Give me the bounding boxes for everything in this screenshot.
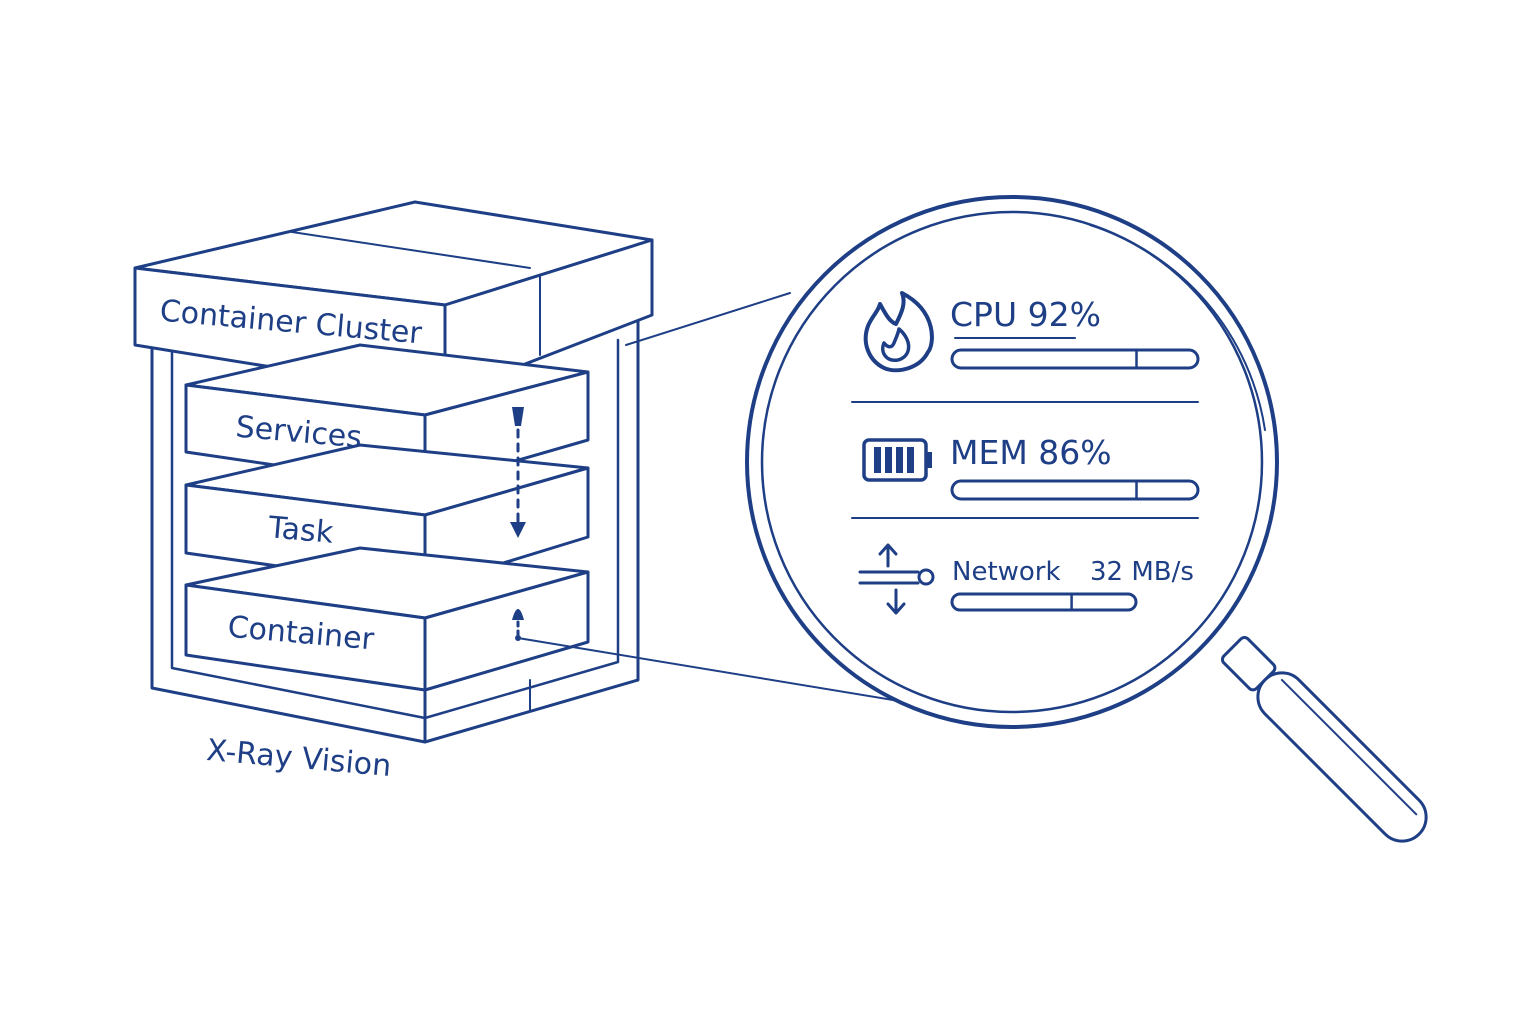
metric-mem: MEM 86% xyxy=(862,433,1200,501)
metric-cpu: CPU 92% xyxy=(863,291,1200,373)
mem-bar-track xyxy=(950,479,1200,501)
magnifying-glass: CPU 92% MEM 86% xyxy=(745,195,1428,843)
container-cluster: Container Cluster Services Task Containe… xyxy=(133,200,654,784)
projection-line-top xyxy=(625,292,791,346)
network-label: Network xyxy=(952,557,1061,587)
handle-grip xyxy=(1256,671,1428,843)
network-value: 32 MB/s xyxy=(1090,557,1194,587)
cpu-label: CPU 92% xyxy=(950,295,1101,334)
layer-task-label: Task xyxy=(266,510,335,551)
connector-arrow-head xyxy=(510,522,526,538)
x-ray-vision-caption: X-Ray Vision xyxy=(205,733,393,784)
layer-container: Container xyxy=(184,546,590,692)
connector-top-cap xyxy=(512,407,524,426)
projection-line-bottom xyxy=(517,637,906,703)
layer-connector xyxy=(510,407,526,538)
mem-label: MEM 86% xyxy=(950,433,1112,472)
layer-task: Task xyxy=(184,443,590,589)
probe-head xyxy=(512,609,524,620)
layer-container-side xyxy=(423,570,590,692)
magnifier-rim-outer xyxy=(745,195,1279,729)
container-probe xyxy=(512,609,524,641)
network-arrows-icon xyxy=(858,543,935,615)
flame-icon xyxy=(863,291,934,373)
cluster-inner-wall xyxy=(170,338,620,720)
magnifier-handle xyxy=(1220,635,1428,843)
magnifier-rim-inner xyxy=(760,210,1264,714)
metric-network: Network 32 MB/s xyxy=(858,543,1194,615)
memory-chip-icon xyxy=(862,438,932,482)
network-bar-track xyxy=(950,592,1138,612)
cpu-bar-track xyxy=(950,348,1200,370)
handle-highlight xyxy=(1280,678,1418,816)
cluster-lid-seam xyxy=(291,231,531,269)
lens-glint xyxy=(1089,224,1266,431)
